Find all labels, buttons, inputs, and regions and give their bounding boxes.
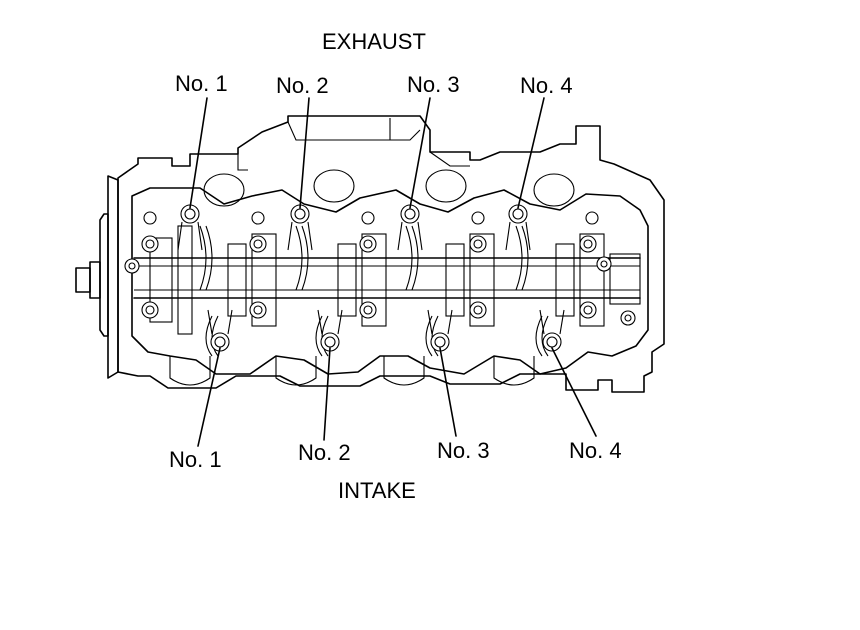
- exhaust-adjuster-3: [397, 204, 423, 251]
- intake-label-2: No. 2: [298, 440, 351, 465]
- exhaust-leaders: [189, 97, 545, 209]
- exhaust-adjuster-1: [177, 204, 203, 251]
- intake-label-1: No. 1: [169, 447, 222, 472]
- cylinder-head-outline: [75, 115, 665, 393]
- intake-adjuster-3: [427, 309, 453, 352]
- intake-adjuster-2: [317, 309, 343, 352]
- intake-adjuster-1: [207, 309, 233, 352]
- exhaust-adjuster-4: [505, 204, 531, 251]
- intake-adjuster-4: [539, 309, 565, 352]
- exhaust-leader-1: [189, 97, 208, 209]
- intake-leader-1: [197, 347, 221, 447]
- exhaust-valve-adjusters: [177, 204, 531, 251]
- exhaust-label-3: No. 3: [407, 72, 460, 97]
- intake-valve-adjusters: [207, 309, 565, 352]
- intake-leaders: [197, 347, 597, 447]
- exhaust-leader-4: [517, 97, 545, 209]
- exhaust-leader-3: [409, 97, 431, 209]
- intake-leader-3: [439, 347, 457, 437]
- exhaust-label-1: No. 1: [175, 71, 228, 96]
- exhaust-label-2: No. 2: [276, 73, 329, 98]
- exhaust-heading: EXHAUST: [322, 29, 426, 54]
- exhaust-adjuster-2: [287, 204, 313, 251]
- intake-label-3: No. 3: [437, 438, 490, 463]
- intake-leader-4: [551, 347, 597, 437]
- intake-leader-2: [323, 347, 331, 441]
- intake-heading: INTAKE: [338, 478, 416, 503]
- exhaust-leader-2: [299, 97, 310, 209]
- exhaust-label-4: No. 4: [520, 73, 573, 98]
- intake-label-4: No. 4: [569, 438, 622, 463]
